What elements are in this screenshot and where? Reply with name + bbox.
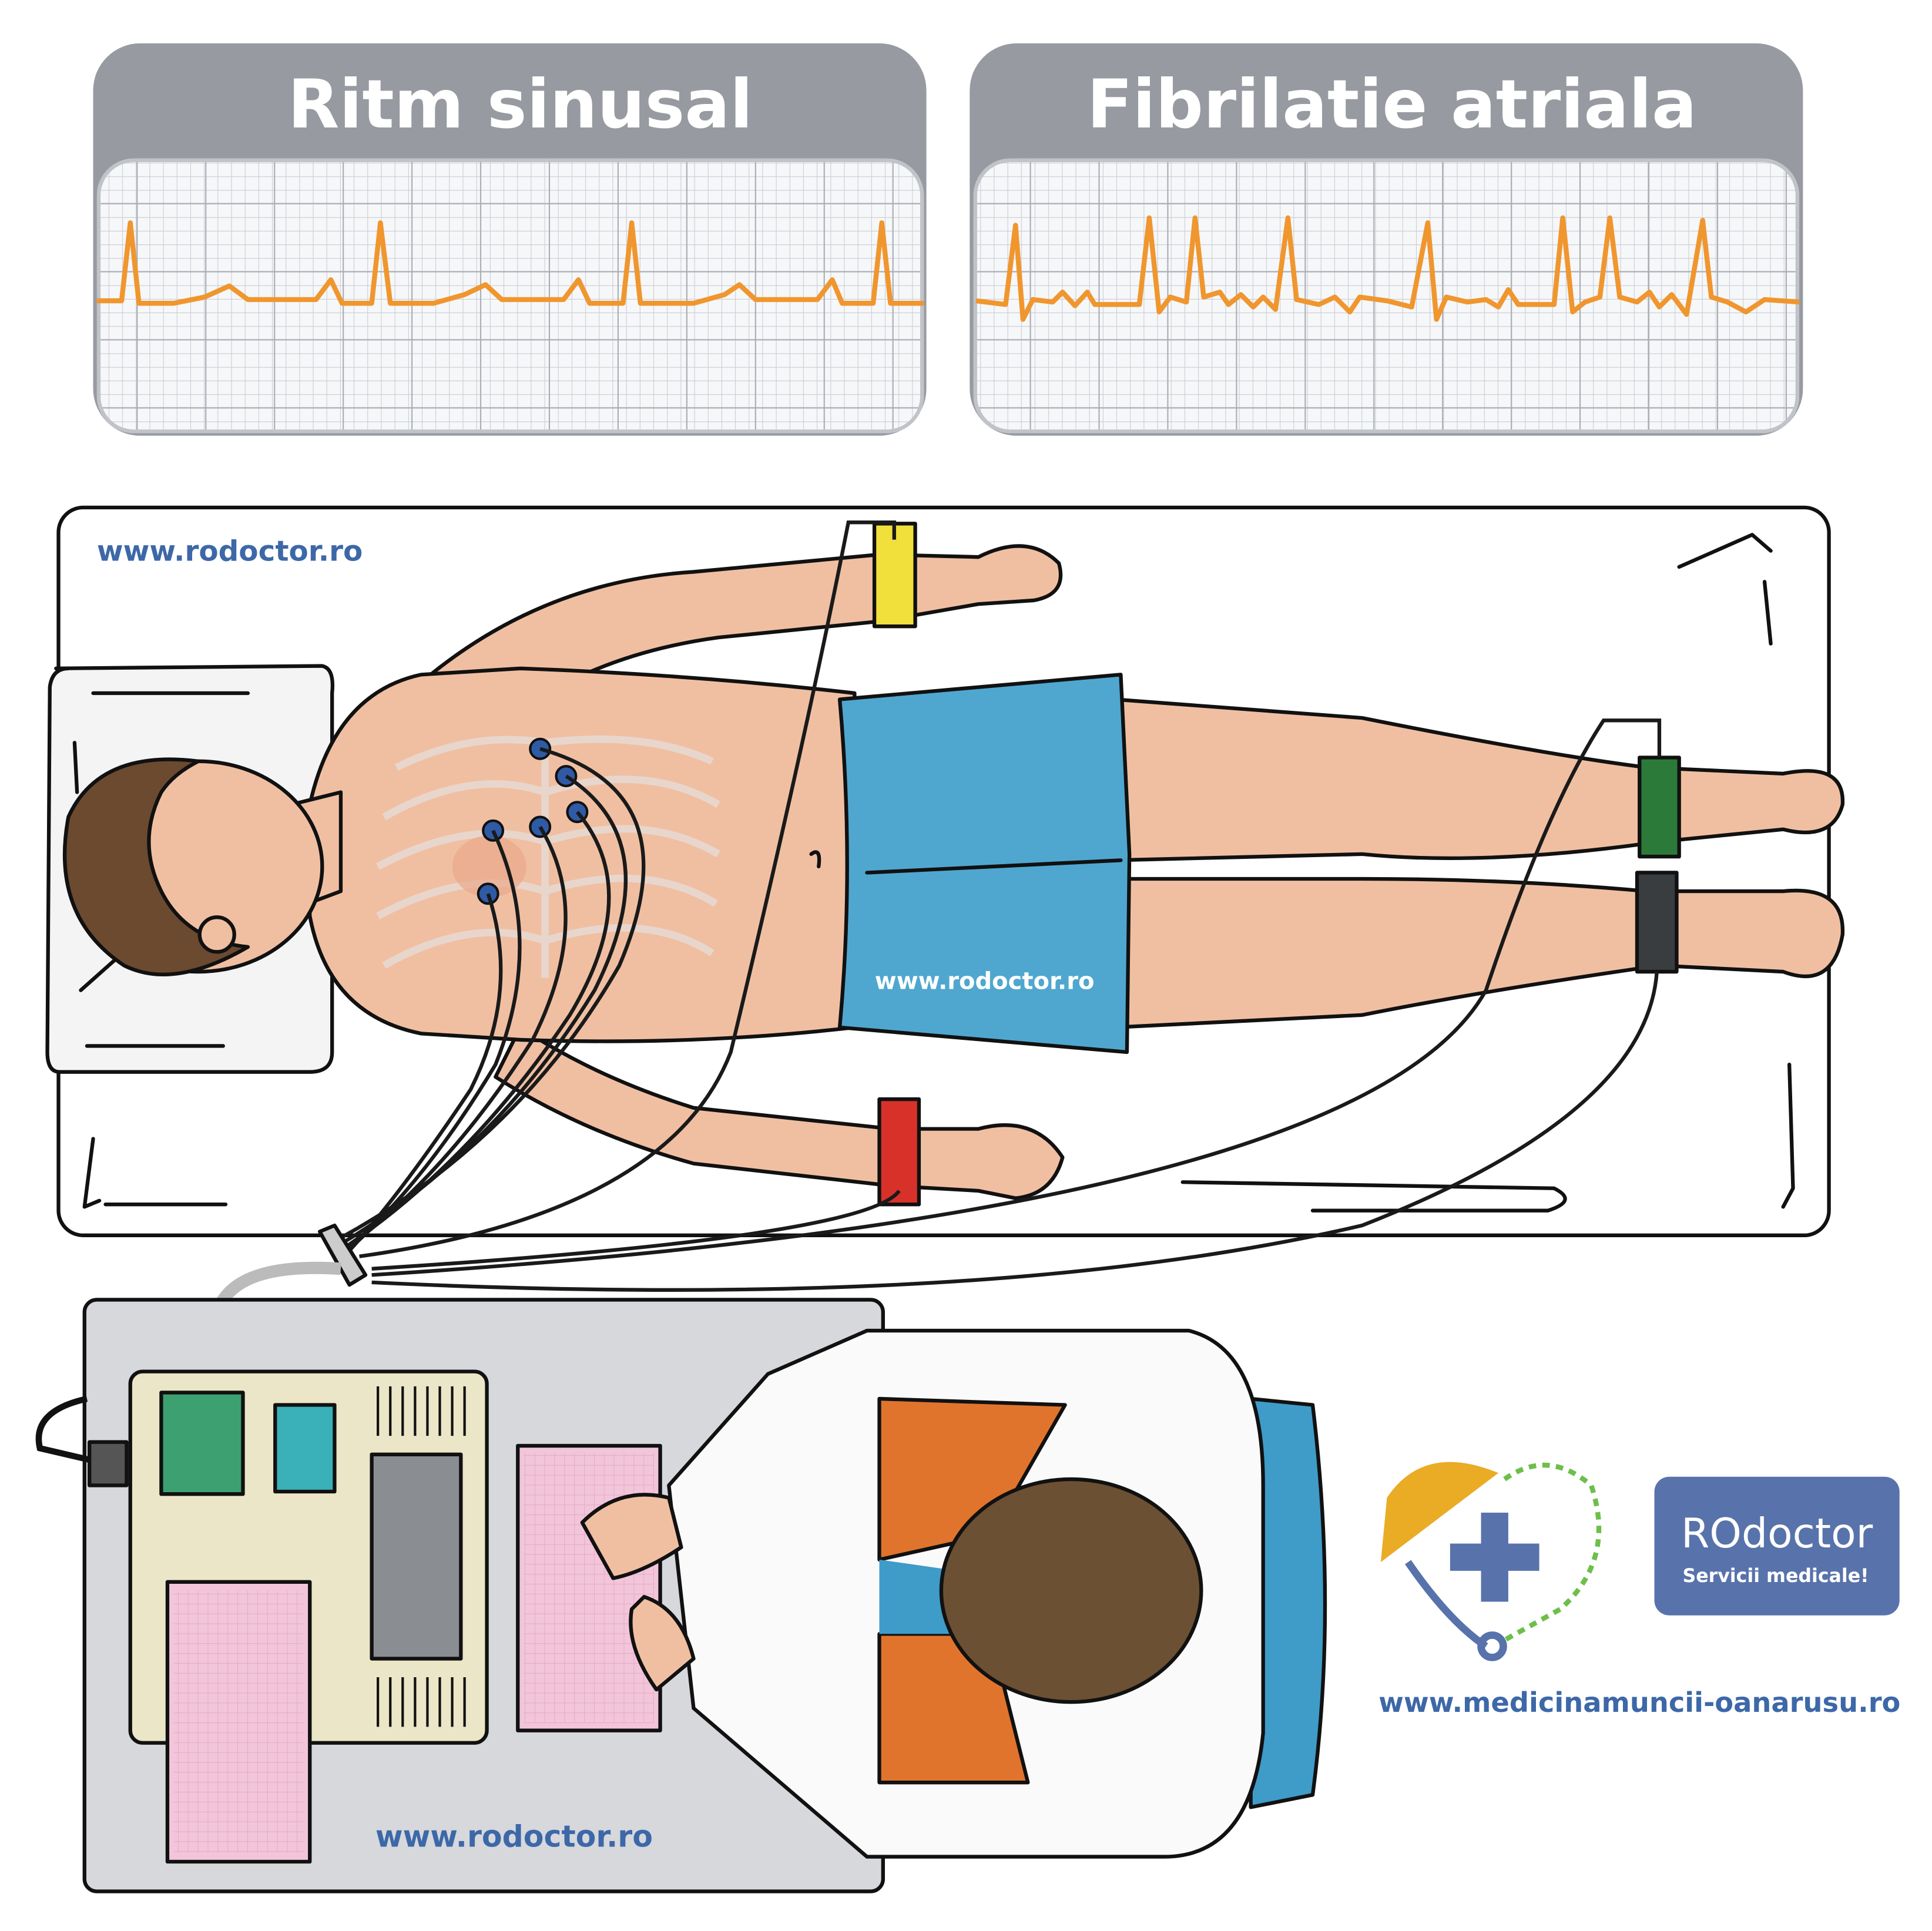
medicina-muncii-url: www.medicinamuncii-oanarusu.ro [1378,1687,1900,1718]
watermark-machine: www.rodoctor.ro [375,1819,653,1854]
keypad [370,1452,463,1661]
wrench-icon [1405,1560,1488,1650]
medical-cross-icon [1450,1512,1539,1602]
chain-heart-icon [1503,1462,1602,1643]
hand [580,1493,683,1580]
ear [197,915,236,954]
heart [452,835,526,898]
hand [629,1594,696,1692]
vent-grille [377,1386,466,1727]
sinus-rhythm-panel: Ritm sinusal [93,43,927,436]
shorts [837,673,1132,1055]
electrode-yellow-right-arm [872,522,917,629]
watermark-bed: www.rodoctor.ro [97,535,363,567]
afib-ecg-trace [975,215,1800,322]
brand-tagline: Servicii medicale! [1682,1566,1869,1587]
sinus-ecg-trace [96,220,924,306]
control-panel [273,1403,337,1494]
ecg-cables [339,520,1662,1292]
navel [809,850,821,869]
hard-hat-icon [1380,1462,1499,1563]
torso [308,666,857,1043]
electrode-red-left-arm [877,1097,921,1207]
chair [1249,1396,1327,1809]
brand-name: ROdoctor [1681,1510,1873,1557]
medicina-muncii-logo [1380,1462,1602,1661]
doctor-head [939,1477,1203,1704]
panel-title: Ritm sinusal [288,65,753,143]
watermark-shorts: www.rodoctor.ro [875,968,1095,995]
ecg-machine [128,1369,489,1864]
atrial-fibrillation-panel: Fibrilatie atriala [970,43,1803,436]
electrode-green-leg [1638,755,1681,859]
doctor [580,1328,1327,1859]
electrode-v1 [529,737,552,760]
machine-display [159,1391,245,1496]
hair [62,757,250,976]
electrode-black-leg [1635,871,1679,974]
electrode-v4 [529,815,552,838]
panel-title: Fibrilatie atriala [1087,65,1697,143]
rodoctor-badge: ROdoctor Servicii medicale! [1654,1476,1900,1616]
